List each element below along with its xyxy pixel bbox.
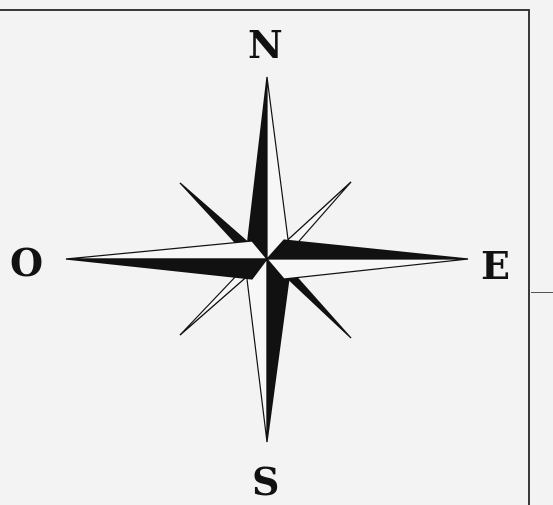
east-point-dark xyxy=(267,240,468,259)
north-point-dark xyxy=(247,77,267,259)
south-label: S xyxy=(252,463,279,501)
south-point-dark xyxy=(267,259,290,442)
west-point-dark xyxy=(66,259,267,279)
cardinal-points xyxy=(66,77,468,442)
south-point-light xyxy=(246,259,267,442)
north-point-light xyxy=(267,77,289,259)
north-label: N xyxy=(248,26,283,64)
east-label: E xyxy=(481,247,510,285)
west-point-light xyxy=(66,241,267,259)
west-label: O xyxy=(10,244,43,282)
east-point-light xyxy=(267,259,468,279)
